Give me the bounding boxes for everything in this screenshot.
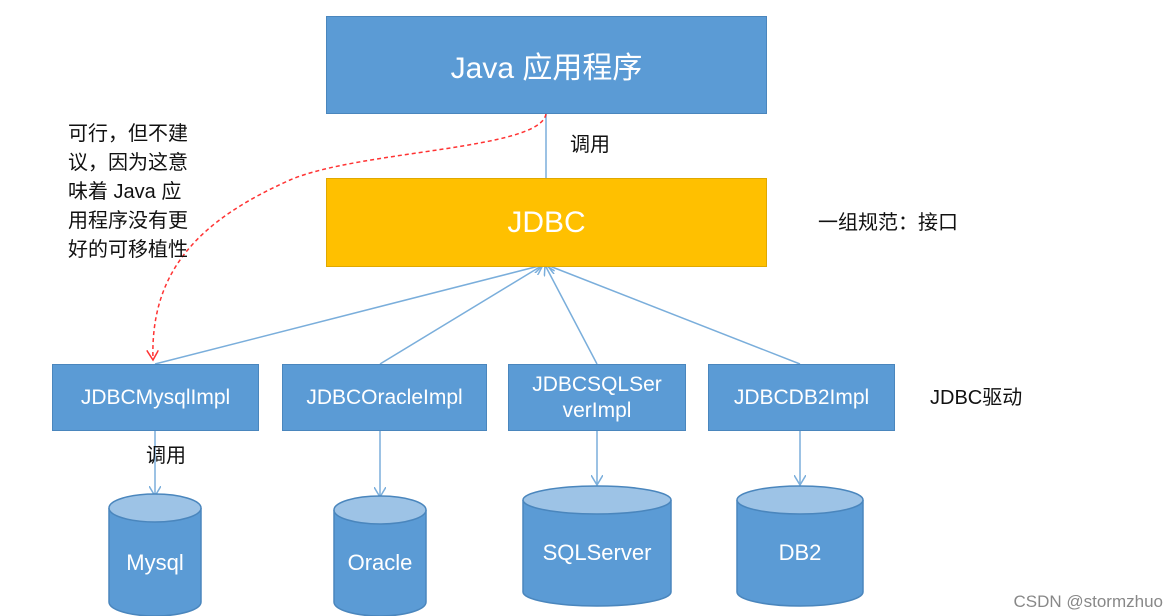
dashed-direct-call-arrow <box>153 113 547 360</box>
driver-label: JDBCDB2Impl <box>733 385 870 409</box>
driver-box-sqlserver: JDBCSQLSer verImpl <box>508 364 686 431</box>
watermark: CSDN @stormzhuo <box>1013 592 1163 611</box>
jdbc-label: JDBC <box>507 205 586 239</box>
db-cylinder-sqlserver <box>522 485 672 607</box>
arrow-mysql-to-jdbc <box>154 265 543 365</box>
jdbc-interface-note: 一组规范：接口 <box>818 212 958 234</box>
driver-box-db2: JDBCDB2Impl <box>708 364 895 431</box>
driver-label: JDBCOracleImpl <box>306 385 463 409</box>
db-label-db2: DB2 <box>778 540 822 565</box>
jdbc-driver-label: JDBC驱动 <box>930 387 1023 409</box>
arrow-db2-to-jdbc <box>547 265 801 365</box>
db-cylinder-mysql <box>108 493 202 616</box>
portability-note-line: 好的可移植性 <box>68 239 188 261</box>
java-app-box: Java 应用程序 <box>326 16 767 114</box>
db-label-mysql: Mysql <box>126 550 184 575</box>
call-label-bottom: 调用 <box>146 445 186 467</box>
db-label-sqlserver: SQLServer <box>542 540 652 565</box>
arrow-oracle-to-jdbc <box>379 265 543 365</box>
call-label-top: 调用 <box>570 134 610 156</box>
driver-label: JDBCMysqlImpl <box>80 385 231 409</box>
portability-note-line: 味着 Java 应 <box>68 181 182 203</box>
portability-note-line: 可行，但不建 <box>68 123 188 145</box>
portability-note: 可行，但不建 议，因为这意 味着 Java 应 用程序没有更 好的可移植性 <box>68 120 228 265</box>
driver-box-mysql: JDBCMysqlImpl <box>52 364 259 431</box>
db-cylinder-db2 <box>736 485 864 607</box>
arrow-sqlserver-to-jdbc <box>545 265 598 365</box>
jdbc-box: JDBC <box>326 178 767 267</box>
java-app-label: Java 应用程序 <box>450 52 643 85</box>
driver-label: verImpl <box>562 398 632 422</box>
db-label-oracle: Oracle <box>347 550 413 575</box>
portability-note-line: 议，因为这意 <box>68 152 188 174</box>
portability-note-line: 用程序没有更 <box>68 210 188 232</box>
db-cylinder-oracle <box>333 495 427 616</box>
driver-box-oracle: JDBCOracleImpl <box>282 364 487 431</box>
driver-label: JDBCSQLSer <box>532 372 662 396</box>
